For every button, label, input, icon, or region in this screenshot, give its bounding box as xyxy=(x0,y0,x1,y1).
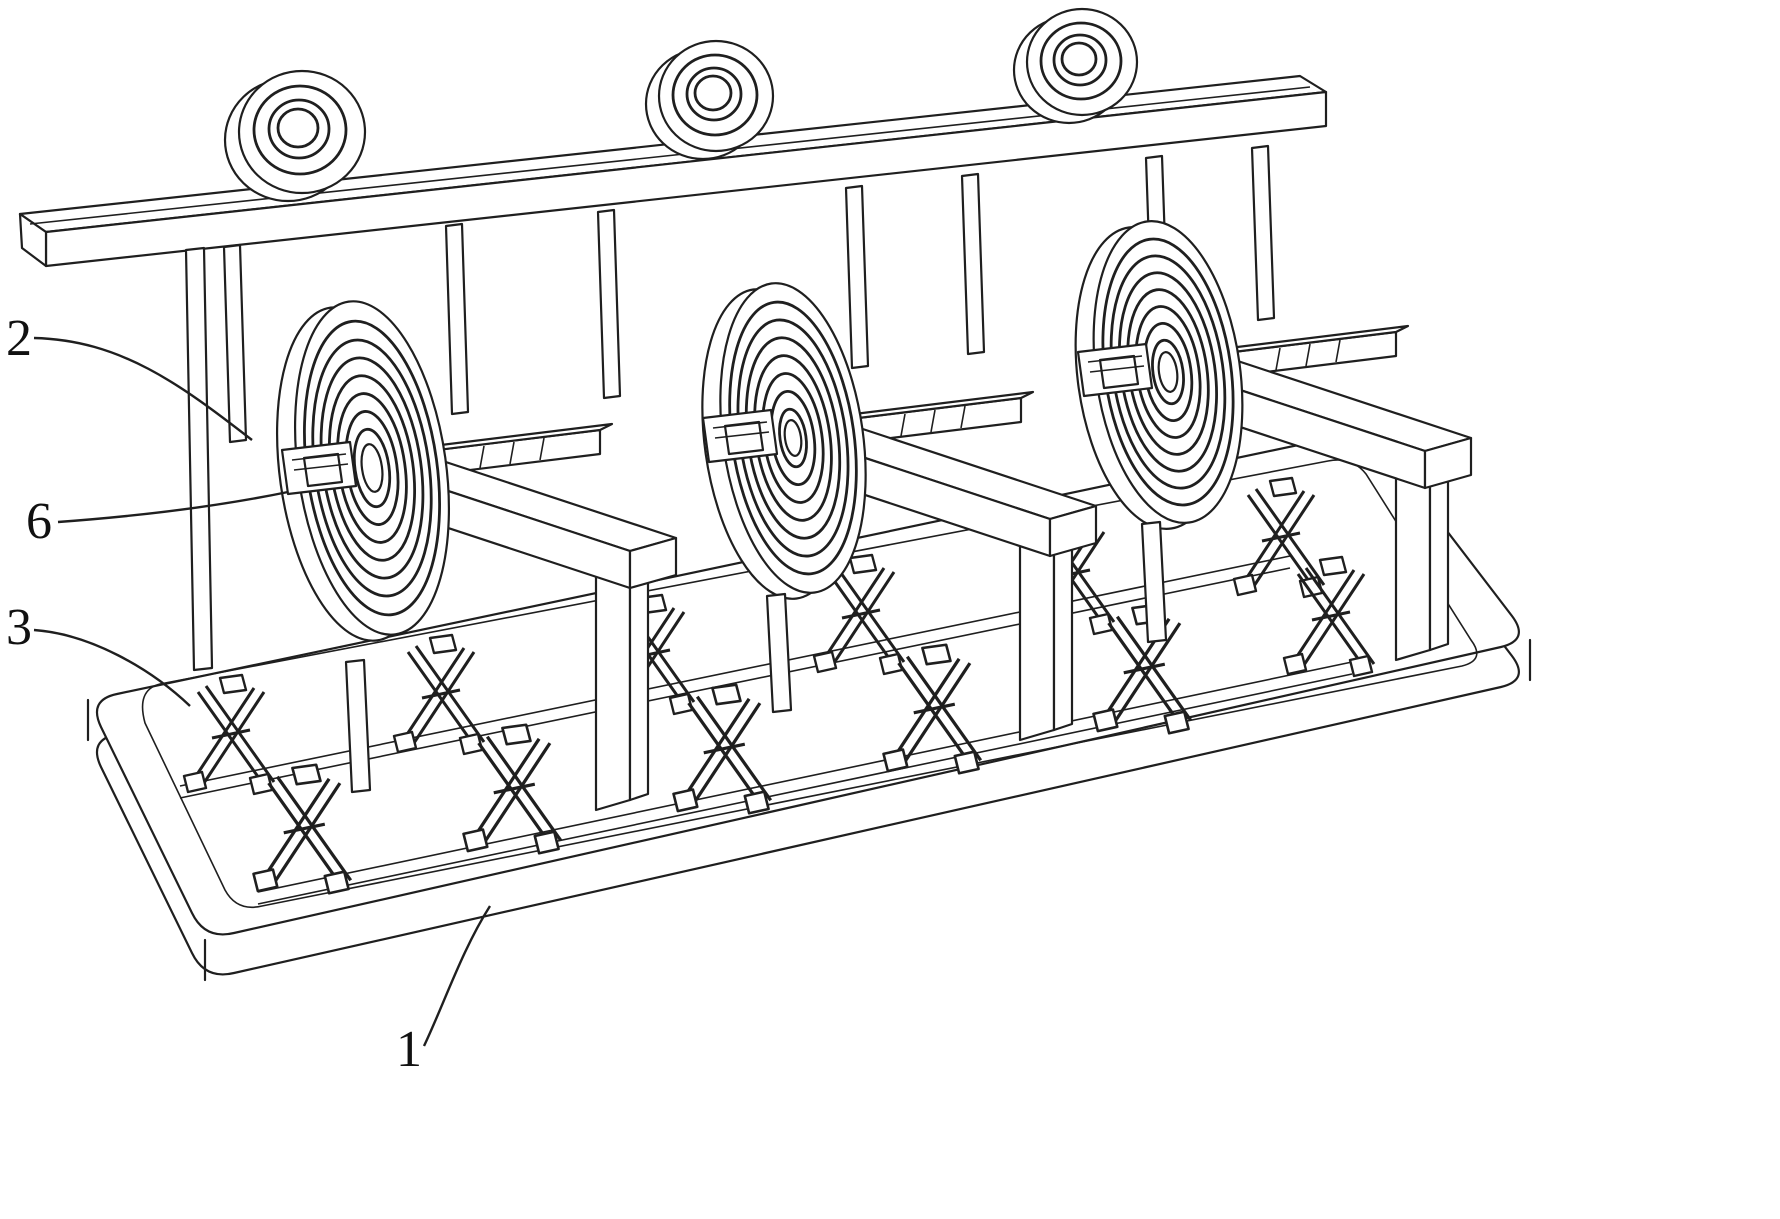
support-post xyxy=(960,172,986,356)
column-front-face xyxy=(1394,460,1432,662)
hub-carriage xyxy=(280,440,358,496)
hub-carriage xyxy=(1076,342,1154,398)
top-guide-rail xyxy=(18,74,1328,268)
support-posts xyxy=(184,144,1276,672)
beam-end-face xyxy=(628,536,678,590)
roller-center xyxy=(644,39,775,161)
reference-label-2: 2 xyxy=(6,310,32,367)
roller-ring xyxy=(685,66,743,122)
beam-end-face xyxy=(1048,504,1098,558)
hub-carriage xyxy=(701,408,779,464)
carriage-stub xyxy=(1098,354,1140,390)
carriage-stub xyxy=(302,452,344,488)
disc-hub xyxy=(360,443,384,493)
column-side-face xyxy=(628,550,650,802)
leader-line-1 xyxy=(422,905,492,1047)
slot-lines xyxy=(291,453,349,471)
leader-line-2 xyxy=(33,336,253,441)
disc-support-post xyxy=(765,592,793,714)
disc-support-post xyxy=(1140,520,1168,644)
base-inner-rim xyxy=(141,459,1478,909)
coil-station-middle xyxy=(701,282,1098,742)
support-post xyxy=(844,184,870,370)
leader-line-6 xyxy=(57,490,289,524)
support-column xyxy=(1394,454,1450,662)
slot-lines xyxy=(1275,339,1341,371)
disc-ring xyxy=(778,407,808,469)
roller-bore xyxy=(693,74,733,112)
disc-ring xyxy=(352,427,392,509)
support-post xyxy=(596,208,622,400)
roller-ring xyxy=(1052,33,1108,87)
base-top-face xyxy=(96,433,1520,936)
support-post xyxy=(222,243,248,444)
base-plate xyxy=(86,433,1532,982)
slot-lines xyxy=(1087,355,1145,373)
roller-right xyxy=(1012,7,1139,125)
roller-bore xyxy=(1060,41,1098,77)
reference-label-6: 6 xyxy=(26,493,52,550)
roller-ring xyxy=(671,53,759,137)
support-post xyxy=(444,222,470,416)
coil-disc xyxy=(1074,220,1244,530)
leader-line-3 xyxy=(33,628,191,707)
reference-label-1: 1 xyxy=(396,1021,422,1078)
reference-label-3: 3 xyxy=(6,599,32,656)
roller-left xyxy=(223,69,367,203)
base-rail-front xyxy=(257,661,1353,905)
roller-bore xyxy=(276,107,320,149)
roller-ring xyxy=(1039,21,1123,101)
slot-lines xyxy=(900,405,966,437)
carriage-stub xyxy=(723,420,765,456)
disc-support-post xyxy=(344,658,372,794)
beam-end-face xyxy=(1423,436,1473,490)
column-front-face xyxy=(594,556,632,812)
support-column xyxy=(1018,518,1074,742)
reference-annotations: 2 6 3 1 xyxy=(6,310,492,1078)
slot-lines xyxy=(712,421,770,439)
support-post xyxy=(1250,144,1276,322)
support-post xyxy=(184,246,214,672)
base-corner-edges xyxy=(86,638,1532,982)
coil-station-right xyxy=(1074,220,1473,662)
coil-station-left xyxy=(275,300,678,812)
disc-hub xyxy=(783,419,803,457)
slot-lines xyxy=(479,437,545,469)
rail-left-cap xyxy=(18,212,48,268)
disc-ring xyxy=(1151,338,1185,406)
disc-hub xyxy=(1157,351,1179,393)
roller-ring xyxy=(252,84,348,176)
support-column xyxy=(594,550,650,812)
column-front-face xyxy=(1018,524,1056,742)
roller-ring xyxy=(267,98,331,160)
